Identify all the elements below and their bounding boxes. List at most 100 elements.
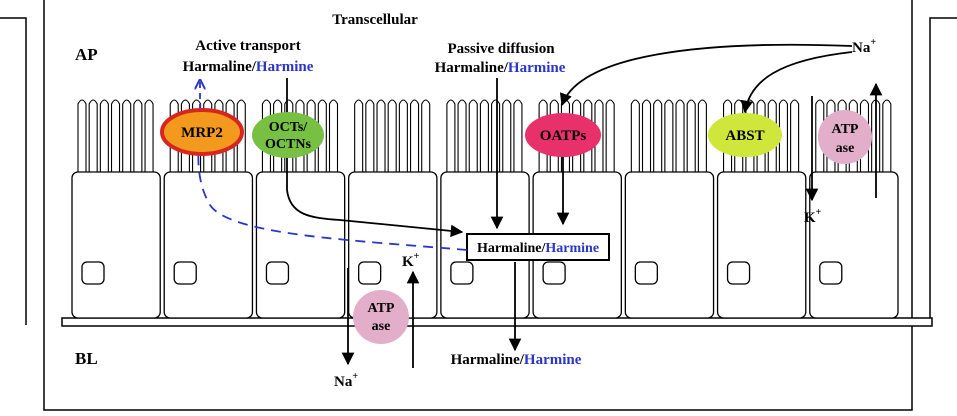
microvillus	[180, 99, 190, 172]
apical-atpase-line1: ATP	[832, 122, 859, 137]
basolateral-k-label: K+	[402, 251, 420, 270]
microvillus	[376, 99, 386, 172]
microvillus	[538, 99, 548, 172]
microvillus	[479, 99, 489, 172]
microvillus	[328, 99, 339, 172]
microvillus	[295, 99, 305, 172]
microvillus	[882, 99, 892, 172]
octs-octns-transporter: OCTs/ OCTNs	[252, 112, 324, 158]
microvillus	[169, 99, 179, 172]
transwell-outer-well	[43, 0, 913, 411]
microvillus	[675, 99, 685, 172]
microvillus	[468, 99, 478, 172]
microvillus	[815, 99, 825, 172]
microvillus	[605, 99, 615, 172]
harmaline-text: Harmaline/	[435, 60, 509, 76]
microvillus	[133, 99, 143, 172]
microvillus	[837, 99, 847, 172]
harmine-text: Harmine	[524, 352, 582, 368]
passive-diffusion-label: Passive diffusion	[447, 41, 555, 57]
abst-label: ABST	[725, 128, 764, 144]
oatps-transporter: OATPs	[525, 113, 601, 157]
octs-label-line2: OCTNs	[265, 137, 311, 152]
microvillus	[790, 99, 800, 172]
microvillus	[686, 99, 696, 172]
microvillus	[653, 99, 663, 172]
microvillus	[457, 99, 467, 172]
microvillus	[284, 99, 294, 172]
cell-nucleus	[726, 261, 751, 285]
basolateral-atpase-line2: ase	[372, 319, 391, 334]
epithelial-cell	[163, 171, 254, 319]
microvillus	[848, 99, 858, 172]
cell-nucleus	[358, 261, 382, 285]
basolateral-atpase-line1: ATP	[368, 301, 395, 316]
mrp2-transporter: MRP2	[160, 108, 244, 156]
microvillus	[826, 99, 836, 172]
microvillus	[572, 99, 582, 172]
microvillus	[409, 99, 420, 172]
harmine-text: Harmine	[256, 59, 314, 75]
cell-nucleus	[450, 261, 474, 285]
microvillus	[306, 99, 316, 172]
microvillus	[641, 99, 652, 172]
intracellular-compound-box	[466, 233, 610, 261]
microvillus	[236, 99, 246, 172]
harmaline-text: Harmaline/	[451, 352, 525, 368]
oatps-label: OATPs	[540, 128, 587, 144]
microvillus	[778, 99, 788, 172]
epithelial-cell	[809, 171, 899, 319]
transwell-frame	[0, 17, 957, 325]
basolateral-label: BL	[75, 349, 98, 368]
transport-arrows	[197, 43, 883, 368]
microvillus	[192, 99, 202, 172]
epithelial-cell	[624, 171, 715, 319]
microvillus	[398, 99, 408, 172]
octs-label-line1: OCTs/	[269, 120, 309, 135]
microvillus	[513, 99, 523, 172]
microvillus	[421, 99, 431, 172]
basolateral-na-label: Na+	[334, 371, 358, 390]
cell-nucleus	[81, 261, 105, 285]
apical-k-label: K+	[804, 207, 822, 226]
microvillus	[354, 99, 364, 172]
harmine-text: Harmine	[508, 60, 566, 76]
membrane-filter	[61, 317, 933, 327]
mrp2-label: MRP2	[181, 125, 223, 141]
microvillus	[273, 99, 283, 172]
microvillus	[502, 99, 512, 172]
microvillus	[88, 99, 98, 172]
microvillus	[214, 99, 224, 172]
cell-nucleus	[542, 261, 566, 285]
harmine-text: Harmine	[545, 241, 599, 256]
microvillus	[122, 99, 132, 172]
mrp2-efflux-arrow	[197, 129, 468, 251]
transcellular-label: Transcellular	[332, 12, 418, 28]
microvillus	[365, 99, 375, 172]
microvillus	[491, 99, 501, 172]
microvillus	[261, 99, 271, 172]
cell-nucleus	[819, 261, 843, 285]
microvillus	[594, 99, 604, 172]
cell-nucleus	[173, 261, 197, 285]
microvillus	[664, 99, 674, 172]
microvillus	[630, 99, 640, 172]
epithelial-cell	[71, 171, 161, 319]
basolateral-compound-label: Harmaline/Harmine	[451, 352, 582, 368]
microvillus	[387, 99, 397, 172]
apical-atpase-line2: ase	[836, 141, 855, 156]
na-to-abst-arrow	[740, 51, 853, 114]
na-to-oatps-arrow	[559, 43, 853, 107]
harmaline-text: Harmaline/	[477, 241, 547, 256]
microvillus	[446, 99, 456, 172]
microvillus	[549, 99, 559, 172]
harmaline-text: Harmaline/	[183, 59, 257, 75]
microvillus	[203, 99, 213, 172]
passive-diffusion-compounds: Harmaline/Harmine	[435, 60, 566, 76]
microvillus	[723, 99, 733, 172]
microvillus	[77, 99, 87, 172]
microvillus	[110, 99, 121, 172]
microvillus	[767, 99, 777, 172]
microvilli	[77, 99, 892, 172]
